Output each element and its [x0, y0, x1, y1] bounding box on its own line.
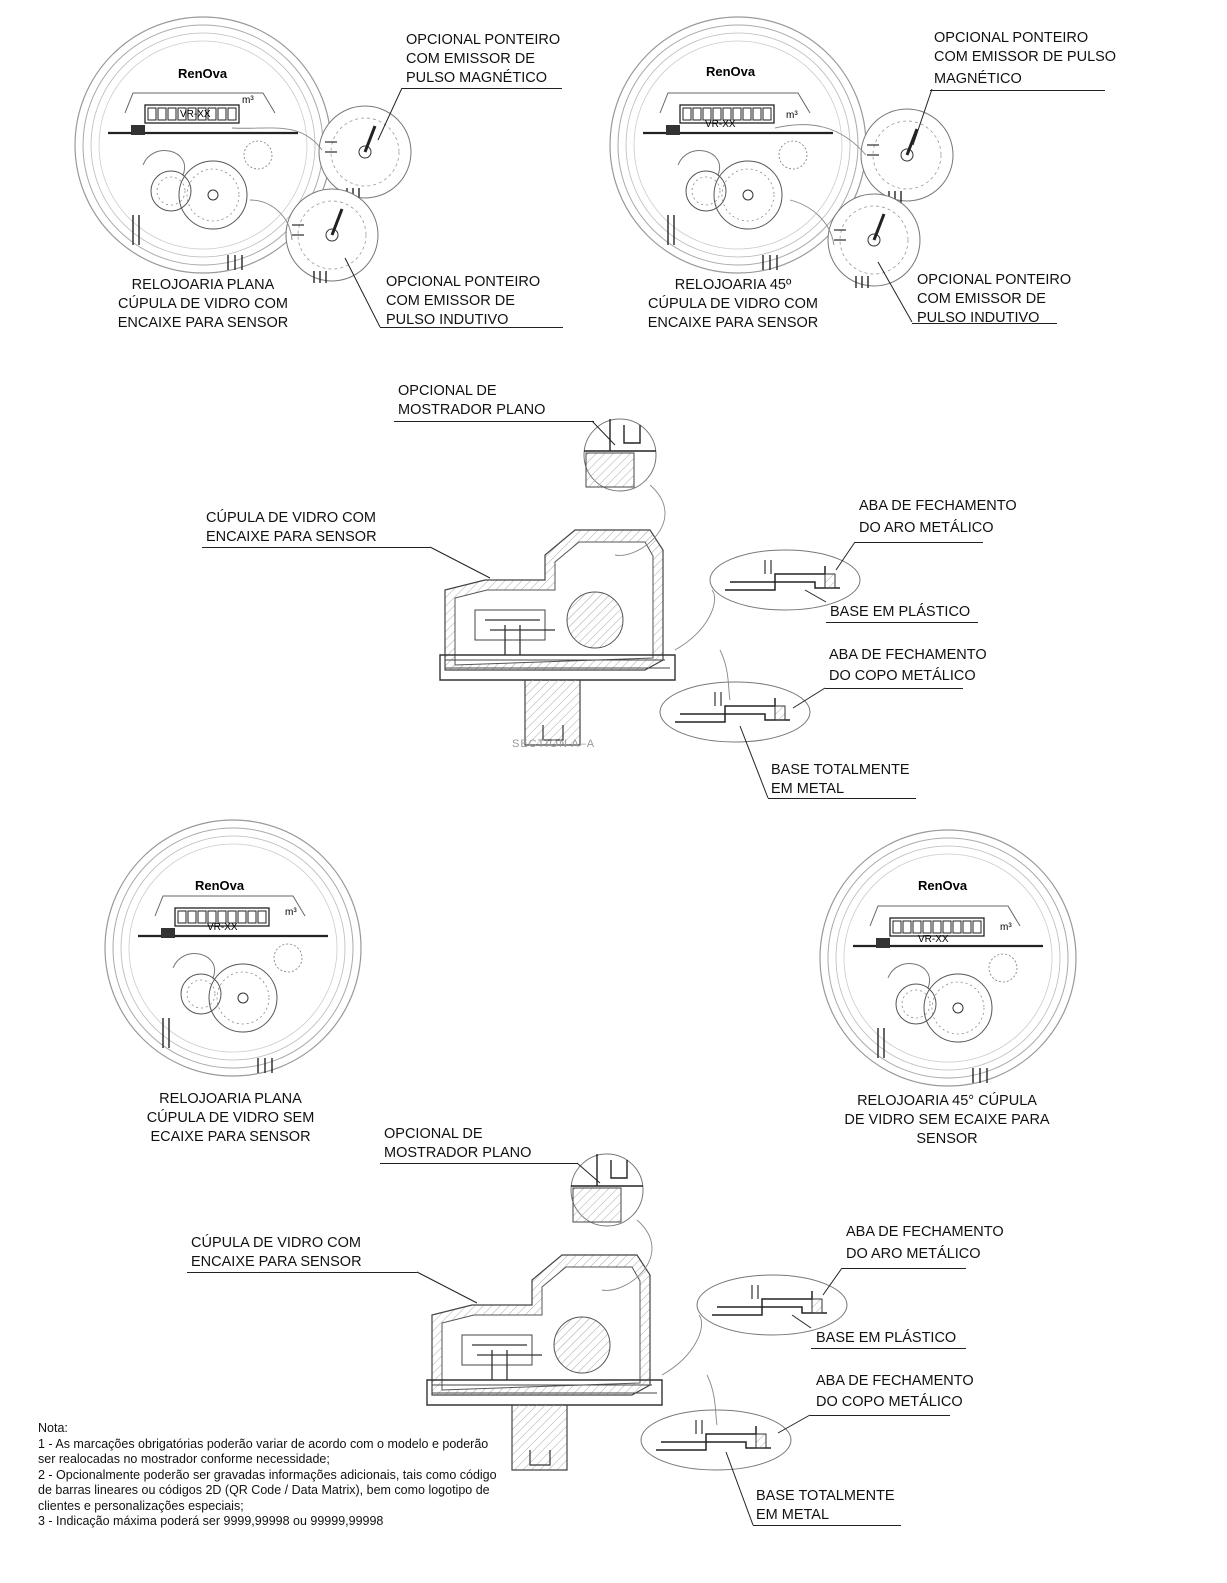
dial-logo: RenOva [706, 64, 756, 79]
dial-logo: RenOva [918, 878, 968, 893]
label-flat-dial-1: OPCIONAL DE MOSTRADOR PLANO [398, 383, 546, 418]
label-flat-dial-2: OPCIONAL DE MOSTRADOR PLANO [384, 1126, 532, 1161]
label-metal-base-2: BASE TOTALMENTE EM METAL [756, 1488, 895, 1523]
dial-unit: m³ [242, 95, 254, 106]
note-item: 1 - As marcações obrigatórias poderão va… [38, 1436, 489, 1467]
label-dome-2: CÚPULA DE VIDRO COM ENCAIXE PARA SENSOR [191, 1235, 362, 1270]
label-metal-base-1: BASE TOTALMENTE EM METAL [771, 762, 910, 797]
dial-unit: m³ [786, 110, 798, 121]
label-magnetic-right: OPCIONAL PONTEIRO COM EMISSOR DE PULSO M… [934, 30, 1117, 87]
label-plastic-base-1: BASE EM PLÁSTICO [830, 604, 971, 620]
leader-underline [912, 323, 1057, 324]
caption-mid-left: RELOJOARIA PLANA CÚPULA DE VIDRO SEM ECA… [146, 1091, 315, 1145]
dial-model: VR-XX [180, 109, 211, 120]
note-item: 3 - Indicação máxima poderá ser 9999,999… [38, 1514, 384, 1528]
caption-top-left: RELOJOARIA PLANA CÚPULA DE VIDRO COM ENC… [117, 277, 289, 331]
dial-model: VR-XX [705, 119, 736, 130]
leader-underline [753, 1525, 901, 1526]
note-block: Nota: 1 - As marcações obrigatórias pode… [38, 1421, 508, 1530]
leader-underline [825, 688, 963, 689]
meter-45-sensor [608, 15, 868, 275]
dial-logo: RenOva [195, 878, 245, 893]
note-item: 2 - Opcionalmente poderão ser gravadas i… [38, 1467, 497, 1513]
label-inductive-right: OPCIONAL PONTEIRO COM EMISSOR DE PULSO I… [917, 272, 1072, 326]
label-ring-tab-1: ABA DE FECHAMENTO DO ARO METÁLICO [859, 498, 1017, 536]
leader-underline [842, 1268, 966, 1269]
leader-underline [930, 90, 1105, 91]
leader-underline [810, 1415, 950, 1416]
leader-underline [855, 542, 983, 543]
meter-45-no-sensor [818, 828, 1078, 1088]
dial-logo: RenOva [178, 66, 228, 81]
label-cup-tab-2: ABA DE FECHAMENTO DO COPO METÁLICO [816, 1373, 974, 1410]
meter-flat-no-sensor [103, 818, 363, 1078]
caption-mid-right: RELOJOARIA 45° CÚPULA DE VIDRO SEM ECAIX… [844, 1093, 1050, 1147]
leader-underline [202, 547, 430, 548]
leader-underline [811, 1348, 966, 1349]
label-plastic-base-2: BASE EM PLÁSTICO [816, 1330, 957, 1346]
leader-underline [187, 1272, 417, 1273]
label-inductive-left: OPCIONAL PONTEIRO COM EMISSOR DE PULSO I… [386, 274, 541, 328]
leader-underline [380, 327, 563, 328]
dial-model: VR-XX [207, 922, 238, 933]
leader-underline [380, 1163, 578, 1164]
dial-unit: m³ [285, 907, 297, 918]
leader-underline [394, 421, 594, 422]
dial-unit: m³ [1000, 922, 1012, 933]
leader-underline [768, 798, 916, 799]
caption-top-right: RELOJOARIA 45º CÚPULA DE VIDRO COM ENCAI… [647, 277, 819, 331]
label-cup-tab-1: ABA DE FECHAMENTO DO COPO METÁLICO [829, 647, 987, 684]
section-a-a-1 [439, 529, 676, 746]
label-dome-1: CÚPULA DE VIDRO COM ENCAIXE PARA SENSOR [206, 510, 377, 545]
label-magnetic-left: OPCIONAL PONTEIRO COM EMISSOR DE PULSO M… [406, 32, 561, 86]
leader-underline [826, 622, 978, 623]
dial-model: VR-XX [918, 934, 949, 945]
label-ring-tab-2: ABA DE FECHAMENTO DO ARO METÁLICO [846, 1224, 1004, 1262]
note-title: Nota: [38, 1421, 68, 1435]
section-label: SECTION A–A [512, 738, 596, 750]
leader-underline [402, 88, 562, 89]
